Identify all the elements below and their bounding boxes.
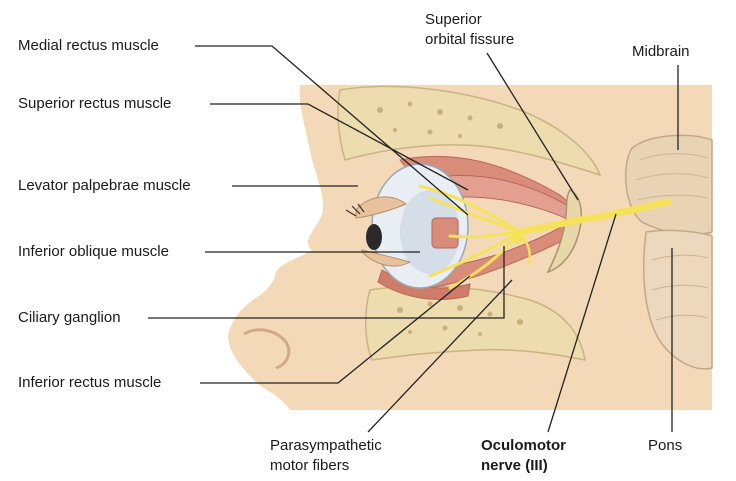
rectus-insertion (431, 217, 459, 249)
label-inferior-oblique: Inferior oblique muscle (18, 243, 169, 260)
label-levator-palpebrae: Levator palpebrae muscle (18, 177, 191, 194)
label-ciliary-ganglion: Ciliary ganglion (18, 309, 121, 326)
iris (366, 224, 382, 250)
label-parasympathetic-fibers: Parasympathetic motor fibers (270, 437, 382, 474)
label-pons: Pons (648, 437, 683, 454)
oculomotor-nerve (418, 184, 672, 290)
nose-contour (243, 328, 291, 370)
leader-lines (148, 45, 679, 433)
brain-texture (635, 153, 709, 321)
pons-shape (642, 229, 713, 370)
upper-eyelid (355, 196, 407, 219)
label-superior-orbital-fissure: Superior orbital fissure (425, 11, 515, 48)
midbrain-shape (624, 134, 713, 236)
eyeball-shading (400, 190, 460, 274)
label-oculomotor-nerve: Oculomotor nerve (III) (481, 437, 566, 474)
label-midbrain: Midbrain (632, 43, 690, 60)
eyelashes (345, 203, 365, 217)
label-superior-rectus: Superior rectus muscle (18, 95, 172, 112)
orbital-roof-bone (337, 85, 602, 177)
label-medial-rectus: Medial rectus muscle (18, 37, 159, 54)
label-inferior-rectus: Inferior rectus muscle (18, 374, 162, 391)
bone-texture (377, 101, 523, 336)
orbital-floor-bone (364, 285, 586, 361)
